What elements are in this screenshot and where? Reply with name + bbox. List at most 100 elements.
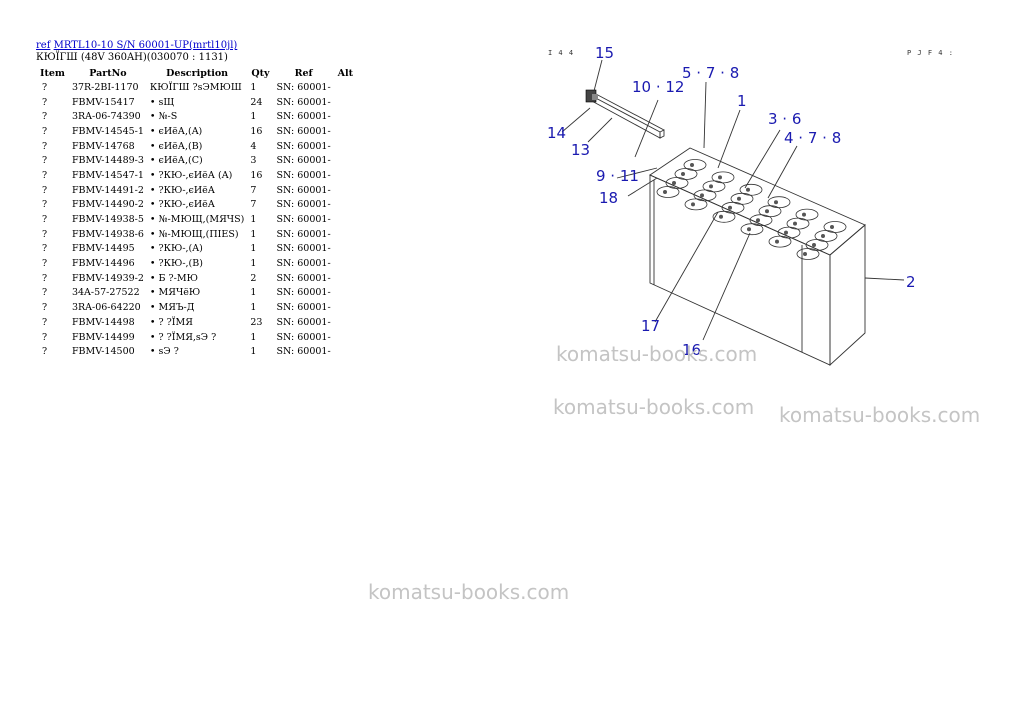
row-part-number: FBMV-14938-6: [71, 228, 144, 240]
callout-5-7-8: 5 · 7 · 8: [682, 64, 739, 82]
row-part-number: FBMV-14938-5: [71, 214, 144, 226]
row-part-number: 3RA-06-74390: [71, 111, 141, 123]
row-alt: [334, 271, 357, 286]
row-ref: SN: 60001-: [276, 140, 331, 152]
row-item: ?: [42, 96, 48, 108]
row-part-number: 3RA-06-64220: [71, 302, 141, 314]
row-part-number: FBMV-14768: [71, 140, 135, 152]
row-description: • ?КЮ-,(A): [149, 243, 203, 255]
row-description: • єИёА,(A): [149, 125, 203, 137]
row-item: ?: [42, 243, 48, 255]
row-item: ?: [42, 199, 48, 211]
row-description: • №-МЮЩ,(ПIЕS): [149, 228, 239, 240]
model-link[interactable]: MRTL10-10 S/N 60001-UP(mrtl10jl): [53, 40, 238, 51]
row-alt: [334, 242, 357, 257]
cell-terminal: [746, 187, 750, 192]
row-item: ?: [42, 125, 48, 137]
row-alt: [334, 139, 357, 154]
row-ref: SN: 60001-: [276, 287, 331, 299]
row-part-number: FBMV-14490-2: [71, 199, 144, 211]
row-alt: [334, 109, 357, 124]
ref-link[interactable]: ref: [36, 40, 51, 51]
row-description: • єИёА,(B): [149, 140, 203, 152]
row-alt: [334, 183, 357, 198]
watermark-4: komatsu-books.com: [368, 580, 570, 604]
row-alt: [334, 344, 357, 359]
row-item: ?: [42, 331, 48, 343]
cell-terminal: [747, 227, 751, 232]
row-description: • №-МЮЩ,(МЯЧS): [149, 214, 245, 226]
row-description: • №-S: [149, 111, 178, 123]
row-part-number: FBMV-14489-3: [71, 155, 144, 167]
col-partno: PartNo: [89, 67, 127, 79]
parts-table: Item PartNo Description Qty Ref Alt ?37R…: [36, 66, 357, 359]
row-qty: 24: [250, 96, 263, 108]
row-ref: SN: 60001-: [276, 302, 331, 314]
row-qty: 7: [250, 199, 257, 211]
row-item: ?: [42, 184, 48, 196]
row-qty: 1: [250, 302, 257, 314]
corner-code-left: I 4 4: [548, 49, 575, 57]
row-part-number: FBMV-14500: [71, 346, 135, 358]
battery-cell: [656, 186, 680, 198]
row-alt: [334, 286, 357, 301]
callout-10-12: 10 · 12: [632, 78, 684, 96]
cell-terminal: [756, 218, 760, 223]
row-item: ?: [42, 81, 48, 93]
callout-2: 2: [906, 273, 916, 291]
row-ref: SN: 60001-: [276, 111, 331, 123]
callout-4-7-8: 4 · 7 · 8: [784, 129, 841, 147]
row-alt: [334, 227, 357, 242]
battery-cells-drawing: [656, 159, 847, 260]
row-alt: [334, 80, 357, 95]
cell-terminal: [690, 163, 694, 167]
header-links: ref MRTL10-10 S/N 60001-UP(mrtl10jl): [36, 39, 237, 52]
watermark-1: komatsu-books.com: [556, 342, 758, 366]
row-qty: 23: [250, 316, 263, 328]
battery-exploded-diagram: 15 10 · 12 5 · 7 · 8 1 3 · 6 4 · 7 · 8 1…: [547, 44, 916, 367]
col-description: Description: [166, 67, 229, 79]
row-qty: 1: [250, 287, 257, 299]
row-ref: SN: 60001-: [276, 155, 331, 167]
row-alt: [334, 256, 357, 271]
row-item: ?: [42, 214, 48, 226]
cell-terminal: [774, 200, 778, 205]
row-part-number: FBMV-14499: [71, 331, 135, 343]
table-row: ? FBMV-14490-2 • ?КЮ-,єИёА 7 SN: 60001-: [36, 198, 357, 213]
col-alt: Alt: [337, 67, 354, 79]
row-description: • Б ?-МЮ: [149, 272, 198, 284]
row-ref: SN: 60001-: [276, 81, 331, 93]
cell-terminal: [681, 172, 685, 176]
callout-18: 18: [599, 189, 618, 207]
cell-terminal: [830, 225, 834, 229]
row-description: • ?КЮ-,єИёА (A): [149, 169, 233, 181]
callout-13: 13: [571, 141, 590, 159]
row-description: • ?КЮ-,єИёА: [149, 184, 215, 196]
col-item: Item: [40, 67, 65, 79]
row-ref: SN: 60001-: [276, 184, 331, 196]
row-ref: SN: 60001-: [276, 96, 331, 108]
row-ref: SN: 60001-: [276, 125, 331, 137]
row-ref: SN: 60001-: [276, 199, 331, 211]
row-ref: SN: 60001-: [276, 214, 331, 226]
row-alt: [334, 212, 357, 227]
row-alt: [334, 315, 357, 330]
row-item: ?: [42, 316, 48, 328]
row-part-number: FBMV-14495: [71, 243, 135, 255]
row-ref: SN: 60001-: [276, 228, 331, 240]
cell-terminal: [700, 193, 704, 198]
row-alt: [334, 198, 357, 213]
cell-terminal: [784, 230, 788, 235]
row-ref: SN: 60001-: [276, 316, 331, 328]
row-qty: 1: [250, 346, 257, 358]
row-description: • ?КЮ-,єИёА: [149, 199, 215, 211]
